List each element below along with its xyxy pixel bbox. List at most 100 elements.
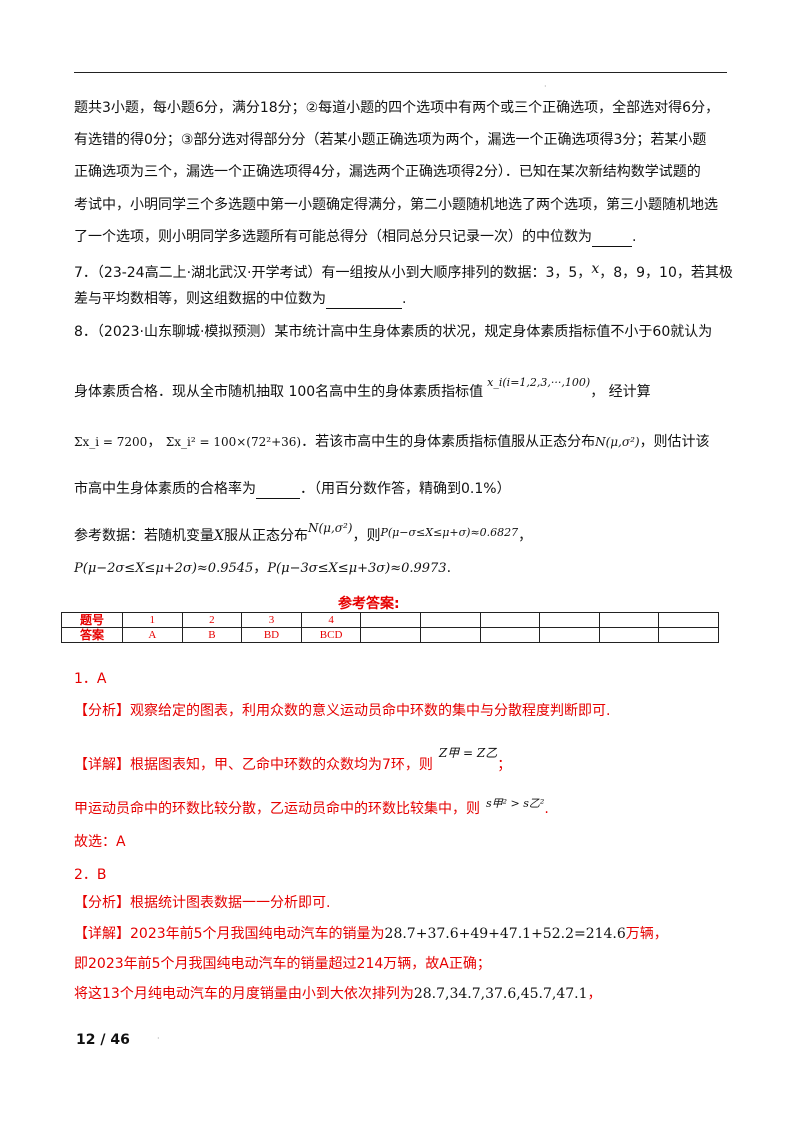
q8-text-b: 身体素质合格．现从全市随机抽取 100名高中生的身体素质指标值 <box>74 384 484 400</box>
text-line: 有选错的得0分；③部分选对得部分分（若某小题正确选项为两个，漏选一个正确选项得3… <box>74 132 707 148</box>
ref-text-a: 参考数据：若随机变量 <box>74 528 214 544</box>
ref-sep: ， <box>253 560 268 576</box>
variance-formula: s甲² > s乙² <box>486 797 545 810</box>
answer-value-cell: B <box>181 627 243 643</box>
answer-number-cell <box>658 612 719 628</box>
q8-text-c: ．若该市高中生的身体素质指标值服从正态分布 <box>301 434 596 450</box>
solution-2-analysis: 【分析】根据统计图表数据一一分析即可. <box>74 893 330 913</box>
q8-text-d: 市高中生身体素质的合格率为 <box>74 481 256 497</box>
ref-prob-3: P(μ−3σ≤X≤μ+3σ)≈0.9973 <box>267 561 447 576</box>
answer-number-cell: 2 <box>181 612 243 628</box>
answer-number-cell: 3 <box>241 612 302 628</box>
answer-value-cell <box>658 627 719 643</box>
answer-number-cell <box>539 612 600 628</box>
answer-row-numbers: 题号 1 2 3 4 <box>61 612 719 628</box>
text-line-content: 了一个选项，则小明同学多选题所有可能总得分（相同总分只记录一次）的中位数为 <box>74 229 592 245</box>
solution-1-variance: 甲运动员命中的环数比较分散，乙运动员命中的环数比较集中，则 s甲² > s乙². <box>74 794 549 819</box>
sum-formula-2: Σx_i² = 100×(72²+36) <box>165 435 302 449</box>
ref-prob-2: P(μ−2σ≤X≤μ+2σ)≈0.9545 <box>74 561 254 576</box>
solution-1-detail: 【详解】根据图表知，甲、乙命中环数的众数均为7环，则 Z甲 = Z乙； <box>74 743 511 775</box>
solution-1-choice: 故选：A <box>74 834 126 850</box>
answer-key-title: 参考答案: <box>338 596 400 612</box>
solution-2-conclusion: 即2023年前5个月我国纯电动汽车的销量超过214万辆，故A正确； <box>74 956 491 972</box>
answer-blank <box>256 484 300 499</box>
q7-text-a: 7．（23-24高二上·湖北武汉·开学考试）有一组按从小到大顺序排列的数据：3，… <box>74 265 592 281</box>
semicolon: ； <box>497 757 512 773</box>
answer-number-cell: 4 <box>300 612 362 628</box>
page-number: 12 / 46 <box>76 1032 130 1048</box>
answer-number-cell <box>598 612 660 628</box>
comma: ， <box>587 986 602 1002</box>
answer-value-cell: BD <box>241 627 302 643</box>
text-line: 了一个选项，则小明同学多选题所有可能总得分（相同总分只记录一次）的中位数为. <box>74 227 636 247</box>
question-8-line4: 市高中生身体素质的合格率为 ．（用百分数作答，精确到0.1%） <box>74 479 511 499</box>
q8-sample-formula: x_i(i=1,2,3,···,100) <box>487 376 591 389</box>
answer-value-cell <box>360 627 421 643</box>
ref-text-c: ，则 <box>352 528 381 544</box>
ref-prob-1: P(μ−σ≤X≤μ+σ)≈0.6827 <box>380 526 519 539</box>
solution-2-answer: 2．B <box>74 867 107 883</box>
reference-data: 参考数据：若随机变量X服从正态分布N(μ,σ²)，则P(μ−σ≤X≤μ+σ)≈0… <box>74 518 532 546</box>
analysis-text: 根据统计图表数据一一分析即可. <box>130 895 331 911</box>
text-line: 正确选项为三个，漏选一个正确选项得4分，漏选两个正确选项得2分）．已知在某次新结… <box>74 164 701 180</box>
answer-value-cell <box>419 627 481 643</box>
question-7: 7．（23-24高二上·湖北武汉·开学考试）有一组按从小到大顺序排列的数据：3，… <box>74 259 733 283</box>
answer-value-cell <box>598 627 660 643</box>
answer-header-number: 题号 <box>61 612 123 628</box>
solution-2-detail: 【详解】2023年前5个月我国纯电动汽车的销量为28.7+37.6+49+47.… <box>74 924 668 944</box>
period: . <box>544 801 549 817</box>
question-8: 8．（2023·山东聊城·模拟预测）某市统计高中生身体素质的状况，规定身体素质指… <box>74 324 713 340</box>
ref-variable-x: X <box>214 528 224 544</box>
analysis-tag: 【分析】 <box>74 703 130 719</box>
detail-tag: 【详解】 <box>74 757 130 773</box>
answer-value-cell <box>539 627 600 643</box>
detail-tag: 【详解】 <box>74 926 130 942</box>
q7-text-c: 差与平均数相等，则这组数据的中位数为 <box>74 291 326 307</box>
answer-value-cell: BCD <box>300 627 362 643</box>
analysis-tag: 【分析】 <box>74 895 130 911</box>
reference-data-line2: P(μ−2σ≤X≤μ+2σ)≈0.9545，P(μ−3σ≤X≤μ+3σ)≈0.9… <box>74 558 451 579</box>
ref-normal-dist: N(μ,σ²) <box>307 521 353 535</box>
analysis-text: 观察给定的图表，利用众数的意义运动员命中环数的集中与分散程度判断即可. <box>130 703 611 719</box>
text-line: 题共3小题，每小题6分，满分18分；②每道小题的四个选项中有两个或三个正确选项，… <box>74 100 720 116</box>
sorted-sales-formula: 28.7,34.7,37.6,45.7,47.1 <box>413 986 588 1002</box>
answer-blank <box>326 294 402 309</box>
header-rule <box>74 72 727 73</box>
answer-value-cell <box>479 627 541 643</box>
answer-number-cell: 1 <box>122 612 183 628</box>
q8-text-d-end: ．（用百分数作答，精确到0.1%） <box>300 481 511 497</box>
ref-end: . <box>446 560 452 576</box>
answer-key-table: 题号 1 2 3 4 答案 A B BD BCD <box>61 612 719 643</box>
q8-text-b-end: ， 经计算 <box>590 384 651 400</box>
unit-text: 万辆， <box>625 926 668 942</box>
mode-equality-formula: Z甲 = Z乙 <box>438 746 498 760</box>
period: . <box>632 229 637 245</box>
ordering-text: 将这13个月纯电动汽车的月度销量由小到大依次排列为 <box>74 986 414 1002</box>
header-mark: · <box>544 82 547 91</box>
question-7-cont: 差与平均数相等，则这组数据的中位数为. <box>74 289 406 309</box>
solution-1-answer: 1．A <box>74 671 107 687</box>
text-line: 考试中，小明同学三个多选题中第一小题确定得满分，第二小题随机地选了两个选项，第三… <box>74 197 718 213</box>
answer-number-cell <box>479 612 541 628</box>
q7-variable-x: x <box>591 261 600 277</box>
answer-blank <box>592 232 632 247</box>
period: . <box>402 291 407 307</box>
q8-text-c-end: ，则估计该 <box>639 434 710 450</box>
q7-text-b: ，8，9，10，若其极 <box>599 265 733 281</box>
sum-formula-1: Σx_i = 7200 <box>74 435 148 449</box>
footer-mark: · <box>157 1034 160 1043</box>
answer-number-cell <box>419 612 481 628</box>
ref-text-b: 服从正态分布 <box>223 528 308 544</box>
solution-1-analysis: 【分析】观察给定的图表，利用众数的意义运动员命中环数的集中与分散程度判断即可. <box>74 701 610 721</box>
answer-header-answer: 答案 <box>61 627 123 643</box>
question-8-line3: Σx_i = 7200， Σx_i² = 100×(72²+36)．若该市高中生… <box>74 434 710 450</box>
ref-comma: ， <box>518 528 533 544</box>
sales-sum-formula: 28.7+37.6+49+47.1+52.2=214.6 <box>384 926 626 942</box>
detail-text: 2023年前5个月我国纯电动汽车的销量为 <box>130 926 385 942</box>
answer-value-cell: A <box>122 627 183 643</box>
variance-text: 甲运动员命中的环数比较分散，乙运动员命中的环数比较集中，则 <box>74 801 480 817</box>
solution-2-ordering: 将这13个月纯电动汽车的月度销量由小到大依次排列为28.7,34.7,37.6,… <box>74 984 602 1004</box>
answer-row-values: 答案 A B BD BCD <box>61 627 719 643</box>
detail-text: 根据图表知，甲、乙命中环数的众数均为7环，则 <box>130 757 433 773</box>
question-8-line2: 身体素质合格．现从全市随机抽取 100名高中生的身体素质指标值x_i(i=1,2… <box>74 373 651 402</box>
